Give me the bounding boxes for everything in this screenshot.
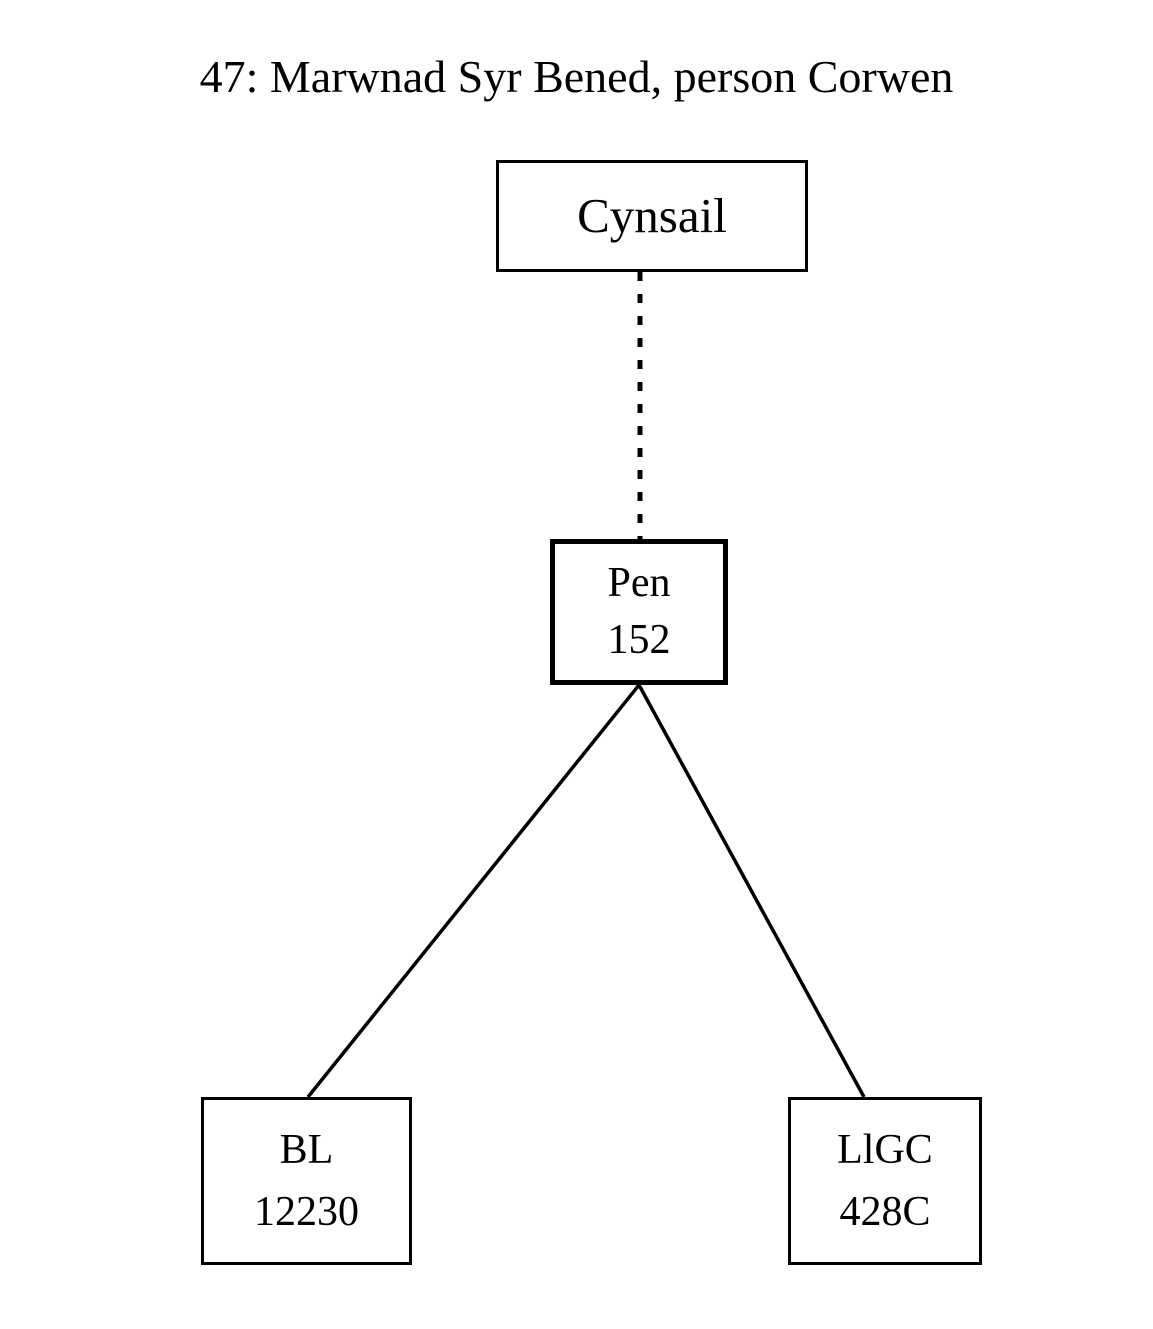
node-bl12230-line-1: BL <box>279 1127 334 1173</box>
node-llgc428c[interactable]: LlGC 428C <box>788 1097 982 1265</box>
node-cynsail-line-1: Cynsail <box>577 188 727 243</box>
edge-pen152-to-llgc428c <box>637 684 866 1098</box>
node-cynsail[interactable]: Cynsail <box>496 160 808 272</box>
page-title: 47: Marwnad Syr Bened, person Corwen <box>199 51 954 102</box>
edge-pen152-to-bl12230 <box>306 683 641 1099</box>
node-pen152[interactable]: Pen 152 <box>550 539 728 685</box>
node-pen152-line-2: 152 <box>607 617 671 663</box>
node-bl12230-line-2: 12230 <box>254 1189 359 1235</box>
node-bl12230[interactable]: BL 12230 <box>201 1097 412 1265</box>
node-llgc428c-line-2: 428C <box>839 1189 931 1235</box>
node-pen152-line-1: Pen <box>607 560 671 606</box>
node-llgc428c-line-1: LlGC <box>837 1127 933 1173</box>
